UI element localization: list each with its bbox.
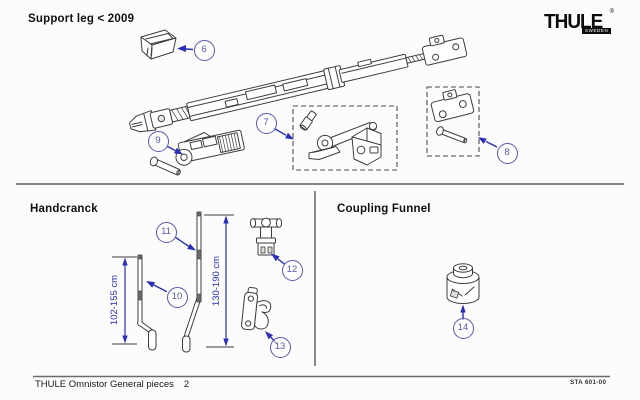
support-leg-assembly [129, 34, 468, 133]
callout-11-arrow [174, 236, 196, 251]
footer-page-number: 2 [183, 379, 190, 390]
callout-8-arrow [478, 137, 498, 148]
footer-title-text: THULE Omnistor General pieces [35, 379, 174, 390]
section-title-coupling-funnel: Coupling Funnel [337, 203, 431, 215]
callout-6: 6 [193, 39, 215, 61]
part-13-crank-clip [241, 287, 272, 331]
callout-10: 10 [166, 286, 188, 308]
part-8-kit-box [426, 86, 480, 157]
section-title-handcrank: Handcranck [30, 203, 98, 215]
dimension-label-short-crank: 102-155 cm [109, 274, 120, 326]
registered-trademark-icon: ® [609, 9, 614, 15]
part-8-bolt [436, 126, 468, 144]
callout-9-arrow [167, 145, 183, 155]
part-9-bolt [149, 156, 181, 176]
callout-13: 13 [269, 336, 291, 358]
part-14-coupling-funnel [446, 263, 480, 304]
part-11-crank-long [182, 211, 202, 353]
dimension-short-crank [112, 256, 137, 345]
footer-document-title: THULE Omnistor General pieces 2 [35, 379, 189, 390]
part-6-end-cap [140, 29, 177, 60]
callout-12-arrow [271, 253, 285, 265]
part-12-crank-adapter [249, 217, 283, 256]
thule-logo: THULE ® sweden [544, 9, 616, 38]
part-7-kit [292, 105, 398, 171]
part-10-crank-short [137, 254, 157, 351]
callout-8: 8 [496, 142, 518, 164]
page-title: Support leg < 2009 [28, 13, 135, 25]
callout-7: 7 [255, 112, 277, 134]
part-9-ratchet-assembly [149, 129, 245, 176]
callout-6-arrow [177, 45, 194, 52]
callout-9: 9 [147, 130, 169, 152]
footer-doc-code: STA 601-00 [570, 379, 607, 386]
callout-12: 12 [281, 259, 303, 281]
part-8-kit [426, 86, 480, 157]
part-7-kit-box [292, 105, 398, 171]
thule-logo-sub-label: sweden [582, 28, 612, 34]
callout-7-arrow [274, 127, 294, 140]
callout-11: 11 [155, 221, 177, 243]
dimension-label-long-crank: 130-190 cm [211, 255, 222, 307]
callout-14: 14 [452, 317, 474, 339]
thule-logo-text: THULE [544, 10, 603, 34]
callout-10-arrow [146, 281, 168, 293]
dimension-long-crank [204, 214, 234, 348]
